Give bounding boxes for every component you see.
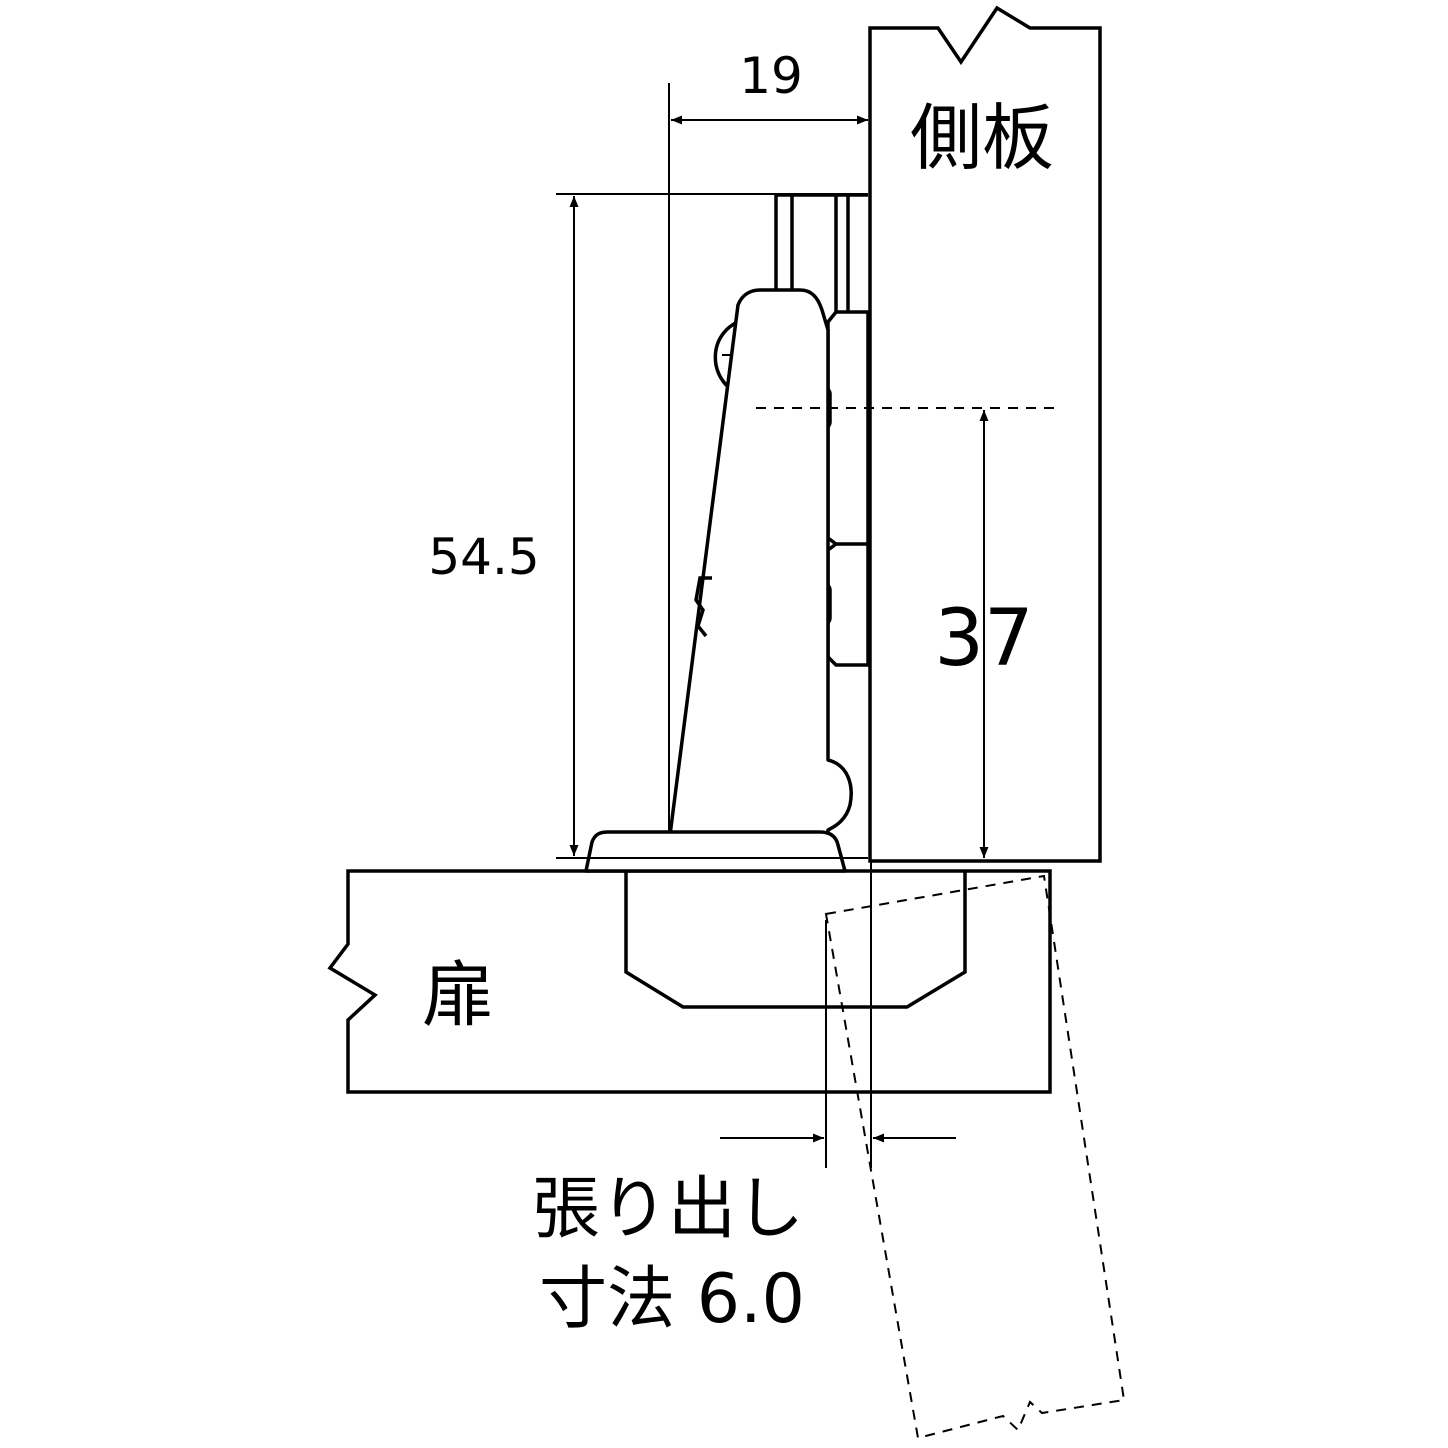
arm-notch [694, 576, 712, 638]
overlay-label-line1: 張り出し [532, 1170, 804, 1249]
door-outline [327, 869, 1052, 1094]
side-panel-label: 側板 [910, 96, 1054, 180]
overlay-label-line2: 寸法 6.0 [539, 1260, 805, 1339]
door-label: 扉 [422, 953, 494, 1037]
door-open-position [824, 874, 1126, 1440]
dim-19-label: 19 [739, 47, 803, 105]
mounting-plate-block [826, 310, 870, 667]
cup-flange [584, 830, 847, 873]
side-panel-outline [868, 5, 1102, 863]
cup-hole [624, 871, 967, 1009]
hinge-arm [668, 288, 853, 837]
dim-545-label: 54.5 [428, 528, 539, 586]
dim-37-label: 37 [934, 594, 1033, 684]
